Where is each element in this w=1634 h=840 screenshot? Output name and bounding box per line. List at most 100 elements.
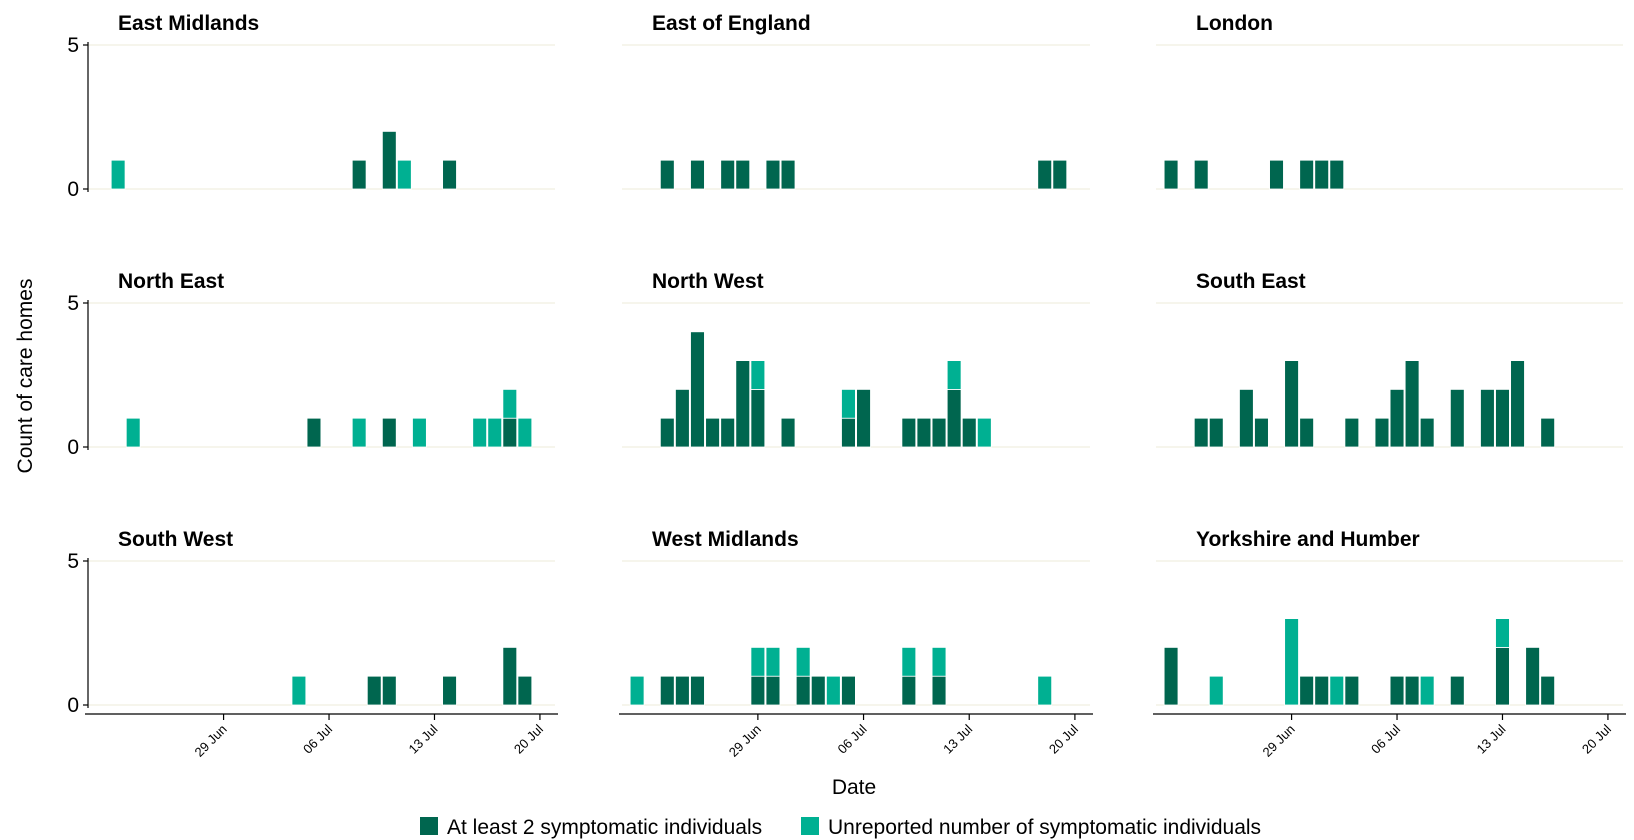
bar-at-least-2: [705, 417, 720, 448]
bar-at-least-2: [810, 675, 826, 706]
bar-at-least-2: [502, 647, 518, 706]
bar-unreported: [1495, 618, 1510, 648]
bar-at-least-2: [1404, 675, 1420, 706]
bar-at-least-2: [901, 417, 917, 448]
bar-unreported: [946, 360, 962, 390]
bar-at-least-2: [659, 417, 675, 448]
bar-at-least-2: [1510, 360, 1525, 448]
bar-unreported: [291, 675, 307, 706]
bar-unreported: [931, 647, 947, 677]
x-tick-label: 20 Jul: [1046, 721, 1081, 756]
bar-at-least-2: [381, 130, 397, 190]
bar-at-least-2: [442, 675, 457, 706]
panel-title: East of England: [652, 12, 811, 35]
bar-unreported: [487, 417, 503, 448]
panel-title: South East: [1196, 270, 1306, 293]
bar-at-least-2: [720, 417, 736, 448]
bar-unreported: [517, 417, 533, 448]
bar-at-least-2: [1374, 417, 1390, 448]
bar-at-least-2: [856, 388, 871, 448]
bar-at-least-2: [1193, 417, 1209, 448]
x-tick-label: 29 Jun: [1259, 722, 1297, 760]
bar-at-least-2: [916, 417, 932, 448]
panel-east-midlands: East Midlands 0 5: [67, 12, 555, 201]
bar-unreported: [125, 417, 141, 448]
bar-unreported: [826, 675, 841, 706]
bar-unreported: [472, 417, 488, 448]
bar-unreported: [976, 417, 992, 448]
y-tick-label: 0: [67, 436, 79, 459]
panel-title: East Midlands: [118, 12, 259, 35]
x-tick-label: 13 Jul: [940, 721, 975, 756]
bar-at-least-2: [841, 417, 856, 448]
bar-unreported: [1208, 675, 1224, 706]
bar-at-least-2: [780, 159, 796, 190]
bar-at-least-2: [442, 159, 457, 190]
panel-title: South West: [118, 528, 233, 551]
panel-north-west: North West: [622, 270, 1090, 448]
bar-at-least-2: [690, 159, 705, 190]
bar-at-least-2: [1299, 417, 1314, 448]
panel-south-east: South East: [1156, 270, 1623, 448]
panel-title: North East: [118, 270, 224, 293]
x-tick-label: 13 Jul: [1473, 721, 1508, 756]
y-tick-label: 5: [67, 550, 79, 573]
panel-title: London: [1196, 12, 1273, 35]
panel-title: West Midlands: [652, 528, 799, 551]
panels-layer: East Midlands 0 5 East of England LondonNort…: [67, 12, 1626, 760]
bar-at-least-2: [750, 675, 766, 706]
bar-at-least-2: [765, 675, 781, 706]
x-tick-label: 06 Jul: [835, 721, 870, 756]
bar-unreported: [1284, 618, 1299, 706]
bar-at-least-2: [659, 159, 675, 190]
bar-at-least-2: [502, 417, 518, 448]
bar-at-least-2: [1163, 647, 1179, 706]
bar-unreported: [351, 417, 367, 448]
bar-at-least-2: [841, 675, 856, 706]
bar-at-least-2: [1037, 159, 1053, 190]
bar-unreported: [397, 159, 412, 190]
y-tick-label: 5: [67, 34, 79, 57]
bar-at-least-2: [1419, 417, 1435, 448]
legend-swatch-at-least-2: [420, 817, 438, 835]
bar-at-least-2: [1389, 388, 1405, 448]
bar-at-least-2: [1495, 388, 1510, 448]
bar-at-least-2: [366, 675, 382, 706]
x-tick-label: 06 Jul: [1368, 721, 1403, 756]
bar-at-least-2: [750, 388, 766, 448]
panel-london: London: [1156, 12, 1623, 190]
bar-at-least-2: [1540, 417, 1556, 448]
bar-at-least-2: [1389, 675, 1405, 706]
bar-at-least-2: [1480, 388, 1495, 448]
bar-at-least-2: [720, 159, 736, 190]
bar-at-least-2: [1344, 675, 1360, 706]
bar-at-least-2: [1299, 675, 1314, 706]
bar-unreported: [110, 159, 126, 190]
bar-at-least-2: [735, 360, 751, 448]
bar-at-least-2: [1449, 675, 1465, 706]
bar-unreported: [502, 388, 518, 419]
panel-title: North West: [652, 270, 764, 293]
bar-at-least-2: [765, 159, 781, 190]
bar-at-least-2: [306, 417, 322, 448]
y-tick-label: 0: [67, 178, 79, 201]
bar-at-least-2: [1284, 360, 1299, 448]
bar-unreported: [841, 388, 856, 419]
bar-at-least-2: [1269, 159, 1284, 190]
bar-at-least-2: [690, 675, 705, 706]
bar-unreported: [750, 647, 766, 677]
bar-at-least-2: [381, 675, 397, 706]
bar-at-least-2: [961, 417, 977, 448]
bar-at-least-2: [1540, 675, 1556, 706]
bar-at-least-2: [735, 159, 751, 190]
legend-label: Unreported number of symptomatic individ…: [828, 816, 1261, 839]
bar-unreported: [1419, 675, 1435, 706]
bar-at-least-2: [1495, 647, 1510, 706]
x-tick-label: 20 Jul: [511, 721, 546, 756]
